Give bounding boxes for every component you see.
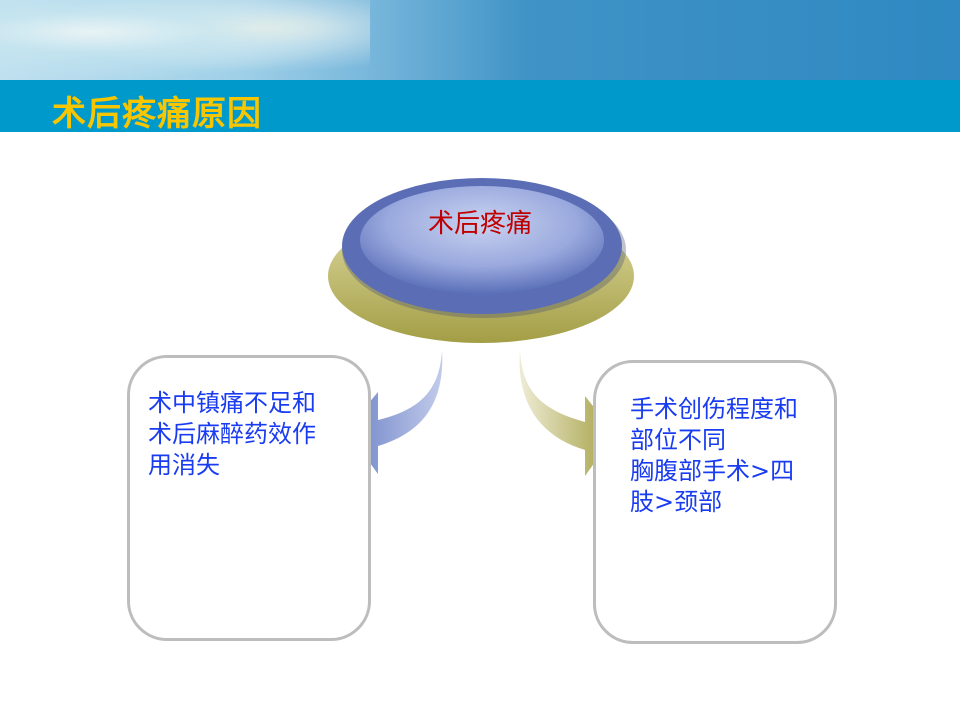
text-line: 肢>颈部 xyxy=(630,488,723,516)
header-banner xyxy=(0,0,960,80)
left-cause-box xyxy=(127,355,371,641)
center-label: 术后疼痛 xyxy=(427,209,532,239)
surgery-photo xyxy=(0,0,370,80)
right-cause-box xyxy=(593,360,837,644)
right-cause-text: 手术创伤程度和 部位不同 胸腹部手术>四 肢>颈部 xyxy=(630,394,798,518)
text-line: 术中镇痛不足和 xyxy=(148,389,316,417)
text-line: 手术创伤程度和 xyxy=(630,395,798,423)
title-bar xyxy=(0,80,960,132)
right-arrow xyxy=(519,350,615,476)
slide-title: 术后疼痛原因 xyxy=(52,94,262,134)
left-cause-text: 术中镇痛不足和 术后麻醉药效作 用消失 xyxy=(148,388,316,481)
text-line: 术后麻醉药效作 xyxy=(148,420,316,448)
center-ellipse-inner xyxy=(360,186,604,294)
text-line: 部位不同 xyxy=(630,426,726,454)
text-line: 用消失 xyxy=(148,451,220,479)
text-line: 胸腹部手术>四 xyxy=(630,457,795,485)
